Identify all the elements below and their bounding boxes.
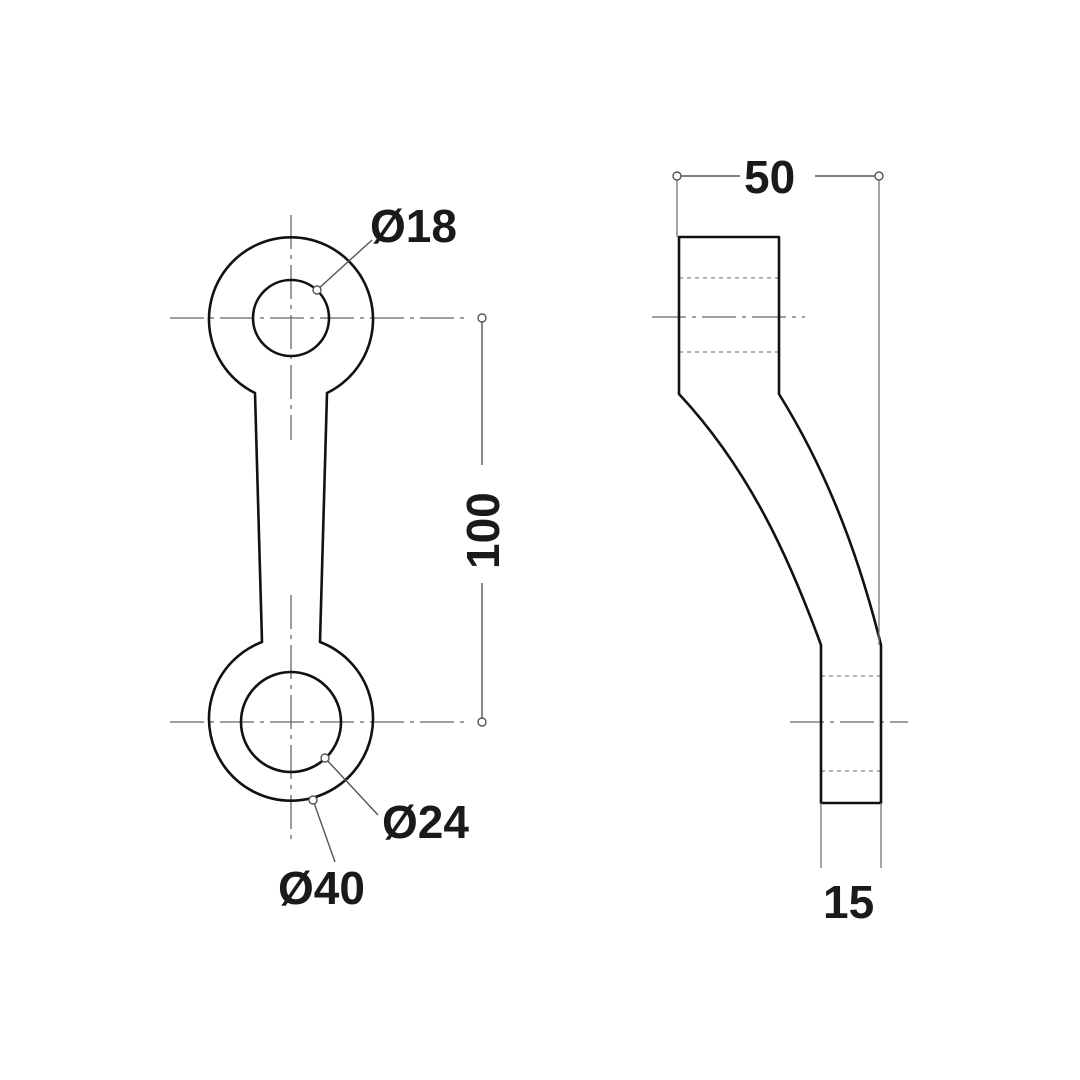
dim-dot-100-bottom [477, 717, 487, 727]
dim-dot-100-top [477, 313, 487, 323]
leader-dot-large-hole [320, 753, 330, 763]
side-view: 50 15 [652, 151, 908, 928]
label-large-hole-diameter: Ø24 [382, 796, 469, 848]
large-hole [239, 670, 343, 774]
label-center-distance: 100 [457, 492, 509, 569]
small-hole [251, 278, 331, 358]
side-profile-outline [677, 235, 883, 805]
label-side-offset: 50 [744, 151, 795, 203]
label-outer-diameter: Ø40 [278, 862, 365, 914]
leader-outer-diameter [312, 799, 336, 863]
label-thickness: 15 [823, 876, 874, 928]
dim-dot-50-left [672, 171, 682, 181]
leader-dot-small-hole [312, 285, 322, 295]
arm-body-outline [207, 236, 375, 802]
leader-large-hole [324, 757, 379, 816]
leader-small-hole [316, 239, 373, 291]
leader-dot-outer-diameter [308, 795, 318, 805]
front-view: Ø18 Ø24 Ø40 100 [170, 200, 509, 914]
dim-dot-50-right [874, 171, 884, 181]
label-small-hole-diameter: Ø18 [370, 200, 457, 252]
